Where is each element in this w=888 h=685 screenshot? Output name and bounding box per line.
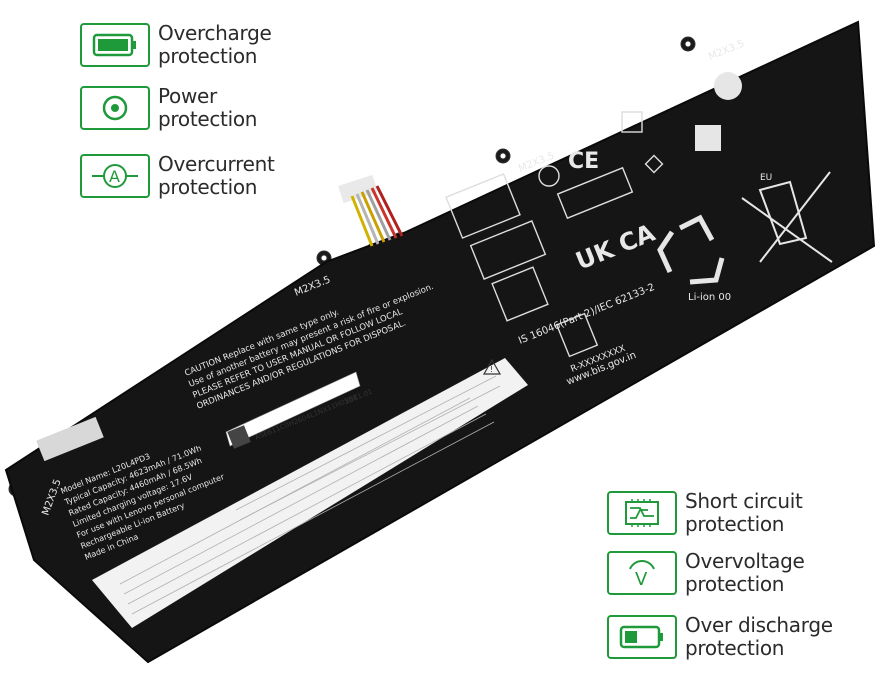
screw-label: M2X3.5 [707, 38, 746, 62]
svg-text:A: A [109, 167, 120, 186]
svg-text:CE: CE [568, 149, 599, 174]
circuit-board-icon [607, 491, 677, 535]
svg-text:V: V [635, 569, 648, 589]
svg-text:!: ! [490, 365, 493, 374]
eu-mark: EU [760, 173, 772, 183]
battery-connector [338, 174, 404, 247]
li-ion-text: Li-ion 00 [688, 292, 731, 303]
recycle-icon [657, 214, 725, 285]
certification-marks: CE [445, 72, 742, 358]
crossed-bin-icon [741, 171, 833, 263]
voltage-icon: V [607, 551, 677, 595]
battery-full-icon [80, 23, 150, 67]
logo-plate [36, 416, 104, 462]
power-icon [80, 86, 150, 130]
warning-triangle-icon: ! [482, 358, 502, 375]
qr-code [227, 425, 251, 449]
ampere-icon: A [80, 154, 150, 198]
battery-low-icon [607, 615, 677, 659]
battery-body [4, 20, 876, 664]
